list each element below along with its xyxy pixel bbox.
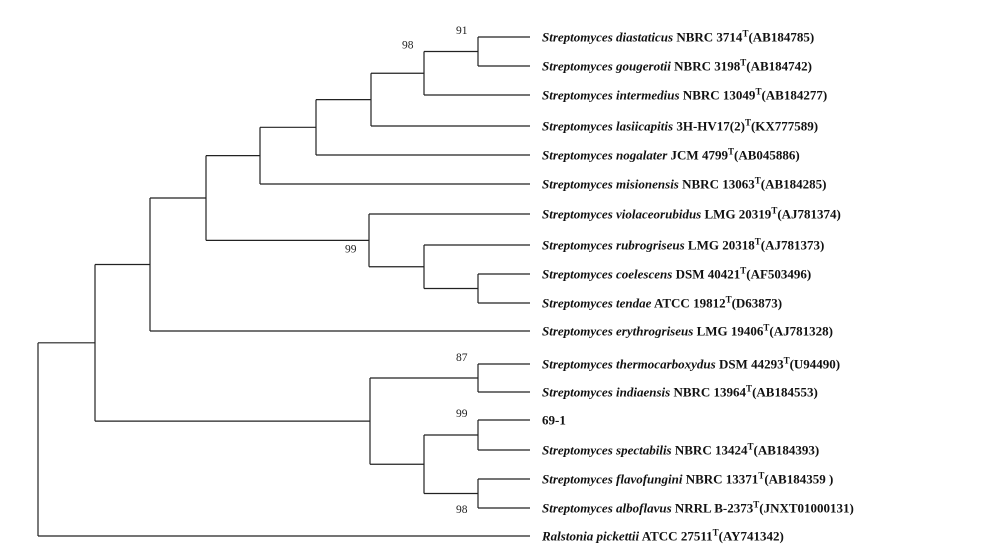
bootstrap-value: 99 [456,408,468,420]
taxon-strain: 69-1 [542,413,566,428]
taxon-label: Ralstonia pickettii ATCC 27511T(AY741342… [541,528,784,544]
taxon-binomial: Streptomyces spectabilis [542,443,672,458]
taxon-strain: NBRC 13424 [675,443,748,458]
taxon-strain: ATCC 27511 [642,529,713,544]
taxon-label: Streptomyces alboflavus NRRL B-2373T(JNX… [542,500,854,516]
taxon-label: Streptomyces nogalater JCM 4799T(AB04588… [542,147,800,163]
type-strain-mark: T [755,237,761,247]
taxon-strain: 3H-HV17(2) [676,119,745,134]
taxon-binomial: Streptomyces indiaensis [542,385,670,400]
taxon-label: Streptomyces indiaensis NBRC 13964T(AB18… [542,384,818,400]
taxon-binomial: Streptomyces tendae [542,296,652,311]
taxon-binomial: Streptomyces violaceorubidus [542,207,701,222]
taxon-binomial: Streptomyces nogalater [542,148,668,163]
taxon-accession: (AB184742) [746,59,812,74]
taxon-binomial: Streptomyces misionensis [542,177,679,192]
taxon-strain: NBRC 13063 [682,177,755,192]
taxon-binomial: Streptomyces alboflavus [542,501,672,516]
bootstrap-value: 98 [402,40,414,52]
bootstrap-values: 91 98 99 87 99 98 [345,25,468,516]
taxon-strain: LMG 20319 [705,207,772,222]
tree-branches [37,36,530,537]
type-strain-mark: T [747,442,753,452]
taxon-strain: NRRL B-2373 [675,501,754,516]
taxon-binomial: Streptomyces flavofungini [542,472,683,487]
taxon-binomial: Streptomyces intermedius [542,88,680,103]
type-strain-mark: T [758,471,764,481]
type-strain-mark: T [763,323,769,333]
taxon-binomial: Ralstonia pickettii [541,529,640,544]
type-strain-mark: T [755,87,761,97]
type-strain-mark: T [726,295,732,305]
type-strain-mark: T [728,147,734,157]
type-strain-mark: T [771,206,777,216]
taxon-label: Streptomyces gougerotii NBRC 3198T(AB184… [542,58,812,74]
taxon-accession: (AB184359 ) [764,472,833,487]
taxon-strain: JCM 4799 [671,148,729,163]
taxon-accession: (AB184285) [761,177,827,192]
taxon-strain: LMG 20318 [688,238,755,253]
taxon-label: Streptomyces coelescens DSM 40421T(AF503… [542,266,811,282]
taxon-strain: DSM 40421 [676,267,741,282]
bootstrap-value: 99 [345,243,357,255]
taxon-binomial: Streptomyces thermocarboxydus [542,357,716,372]
taxon-label: Streptomyces erythrogriseus LMG 19406T(A… [542,323,833,339]
taxon-accession: (AJ781328) [769,324,833,339]
taxon-label: 69-1 [542,413,566,428]
taxon-label: Streptomyces lasiicapitis 3H-HV17(2)T(KX… [542,118,818,134]
taxon-strain: DSM 44293 [719,357,784,372]
taxon-binomial: Streptomyces gougerotii [542,59,671,74]
taxon-accession: (AB184277) [761,88,827,103]
taxon-label: Streptomyces rubrogriseus LMG 20318T(AJ7… [542,237,824,253]
taxon-accession: (AB184785) [748,30,814,45]
taxon-binomial: Streptomyces erythrogriseus [542,324,693,339]
taxon-strain: NBRC 13049 [683,88,756,103]
taxon-label: Streptomyces thermocarboxydus DSM 44293T… [542,356,840,372]
taxon-strain: ATCC 19812 [654,296,726,311]
taxon-label: Streptomyces intermedius NBRC 13049T(AB1… [542,87,827,103]
taxon-strain: NBRC 13371 [686,472,759,487]
taxon-label: Streptomyces tendae ATCC 19812T(D63873) [542,295,782,311]
taxon-label: Streptomyces spectabilis NBRC 13424T(AB1… [542,442,819,458]
taxon-accession: (AF503496) [746,267,811,282]
taxon-binomial: Streptomyces diastaticus [542,30,673,45]
type-strain-mark: T [740,58,746,68]
taxon-label: Streptomyces flavofungini NBRC 13371T(AB… [542,471,833,487]
bootstrap-value: 98 [456,504,468,516]
bootstrap-value: 87 [456,352,468,364]
taxon-binomial: Streptomyces lasiicapitis [542,119,673,134]
taxon-accession: (JNXT01000131) [759,501,854,516]
bootstrap-value: 91 [456,25,468,37]
type-strain-mark: T [740,266,746,276]
type-strain-mark: T [784,356,790,366]
type-strain-mark: T [753,500,759,510]
taxon-accession: (AJ781374) [777,207,841,222]
type-strain-mark: T [746,384,752,394]
taxon-label: Streptomyces diastaticus NBRC 3714T(AB18… [542,29,814,45]
taxon-labels: Streptomyces diastaticus NBRC 3714T(AB18… [541,29,854,544]
taxon-binomial: Streptomyces rubrogriseus [542,238,685,253]
taxon-accession: (AB184393) [753,443,819,458]
taxon-strain: LMG 19406 [697,324,764,339]
type-strain-mark: T [713,528,719,538]
taxon-accession: (AY741342) [719,529,784,544]
taxon-binomial: Streptomyces coelescens [542,267,672,282]
taxon-accession: (U94490) [790,357,841,372]
taxon-accession: (AB045886) [734,148,800,163]
taxon-strain: NBRC 3714 [676,30,743,45]
type-strain-mark: T [755,176,761,186]
taxon-strain: NBRC 3198 [674,59,741,74]
taxon-strain: NBRC 13964 [673,385,746,400]
taxon-accession: (KX777589) [751,119,818,134]
type-strain-mark: T [742,29,748,39]
taxon-accession: (AB184553) [752,385,818,400]
taxon-accession: (AJ781373) [761,238,825,253]
taxon-label: Streptomyces misionensis NBRC 13063T(AB1… [542,176,826,192]
type-strain-mark: T [745,118,751,128]
taxon-label: Streptomyces violaceorubidus LMG 20319T(… [542,206,841,222]
taxon-accession: (D63873) [732,296,783,311]
